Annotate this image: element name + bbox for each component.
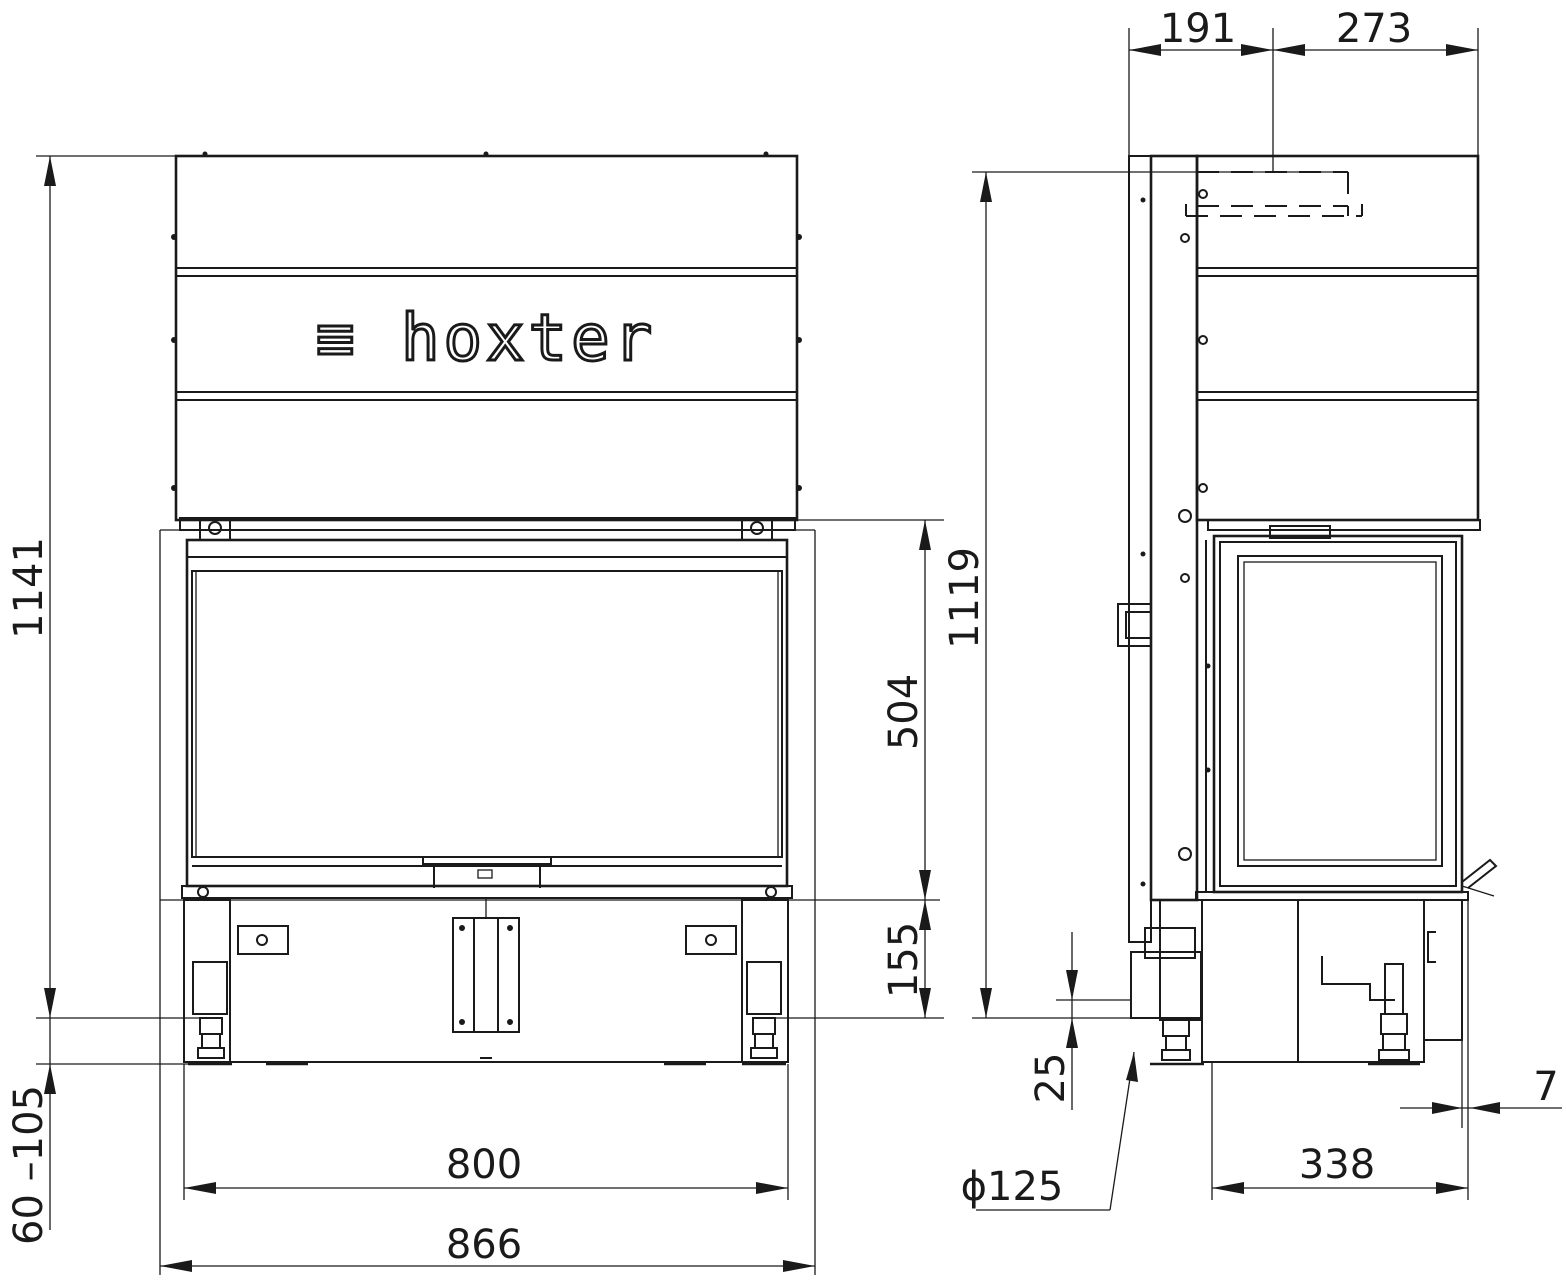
dim-total-height: 1141 bbox=[6, 537, 52, 639]
dim-firebox-height: 504 bbox=[881, 674, 927, 750]
dim-inner-width: 800 bbox=[446, 1142, 522, 1188]
dim-glass-offset: 7 bbox=[1533, 1064, 1558, 1110]
side-view bbox=[972, 28, 1498, 1200]
side-body-column bbox=[1149, 154, 1199, 902]
front-view: ≡ hoxter bbox=[36, 151, 944, 1275]
firebox-glass bbox=[191, 570, 783, 858]
door-handle bbox=[422, 856, 552, 865]
side-dimensions: 191 273 1119 25 ϕ125 338 7 bbox=[942, 6, 1562, 1211]
center-plate bbox=[452, 917, 520, 1033]
dim-base-height: 155 bbox=[881, 922, 927, 998]
firebox-door bbox=[185, 538, 789, 888]
dim-flue-diameter: ϕ125 bbox=[961, 1164, 1064, 1210]
dim-depth: 338 bbox=[1299, 1142, 1375, 1188]
dim-top-right: 273 bbox=[1336, 6, 1412, 52]
dim-outer-width: 866 bbox=[446, 1222, 522, 1268]
front-dimensions: 1141 504 155 60 –105 800 866 bbox=[6, 156, 931, 1272]
side-glass bbox=[1237, 555, 1443, 867]
dim-leg-adjust: 60 –105 bbox=[6, 1085, 52, 1245]
side-hood bbox=[1195, 154, 1480, 522]
side-door bbox=[1212, 534, 1464, 894]
brand-logo: ≡ hoxter bbox=[316, 302, 656, 376]
dim-flue-height: 1119 bbox=[942, 547, 988, 649]
dim-top-left: 191 bbox=[1160, 6, 1236, 52]
side-feet bbox=[1150, 963, 1420, 1066]
front-feet bbox=[188, 1017, 786, 1066]
flue-outlet-hidden bbox=[1185, 171, 1363, 217]
dim-leg-offset: 25 bbox=[1028, 1053, 1074, 1104]
